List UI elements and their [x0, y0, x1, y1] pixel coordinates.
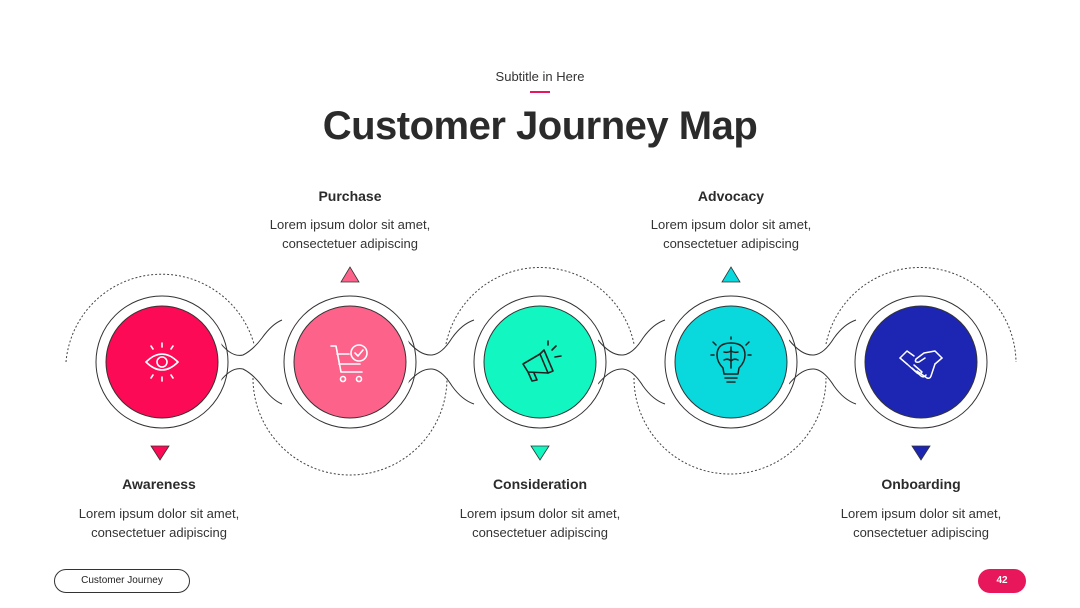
- megaphone-icon: [522, 340, 562, 382]
- footer-section-label: Customer Journey: [54, 569, 190, 593]
- connector-bottom-2: [406, 368, 475, 405]
- ring-advocacy: [664, 295, 798, 429]
- step-desc-onboarding: Lorem ipsum dolor sit amet, consectetuer…: [811, 504, 1031, 542]
- page-number-badge: 42: [978, 569, 1026, 593]
- step-desc-line: Lorem ipsum dolor sit amet,: [840, 506, 1002, 521]
- ring-onboarding: [854, 295, 988, 429]
- step-title-onboarding: Onboarding: [881, 476, 961, 492]
- triangle-purchase: [340, 266, 360, 283]
- step-desc-consideration: Lorem ipsum dolor sit amet, consectetuer…: [430, 504, 650, 542]
- step-desc-awareness: Lorem ipsum dolor sit amet, consectetuer…: [49, 504, 269, 542]
- triangle-awareness: [150, 445, 170, 461]
- step-circle-consideration: [483, 305, 597, 419]
- cart-check-icon: [330, 344, 368, 383]
- triangle-consideration: [530, 445, 550, 461]
- connector-top-4: [788, 319, 857, 356]
- step-title-advocacy: Advocacy: [697, 188, 765, 204]
- triangle-onboarding: [911, 445, 931, 461]
- connector-top-2: [406, 319, 475, 356]
- connector-bottom-4: [788, 368, 857, 405]
- subtitle: Subtitle in Here: [495, 69, 585, 84]
- connector-top-3: [597, 319, 666, 356]
- step-title-purchase: Purchase: [318, 188, 382, 204]
- step-desc-line: consectetuer adipiscing: [663, 236, 799, 251]
- step-desc-line: Lorem ipsum dolor sit amet,: [459, 506, 621, 521]
- step-desc-line: consectetuer adipiscing: [91, 525, 227, 540]
- lightbulb-brain-icon: [710, 336, 752, 383]
- page-title: Customer Journey Map: [322, 104, 758, 148]
- ring-consideration: [473, 295, 607, 429]
- dotted-arc-purchase: [252, 377, 448, 476]
- step-desc-line: Lorem ipsum dolor sit amet,: [269, 217, 431, 232]
- step-title-consideration: Consideration: [492, 476, 588, 492]
- step-desc-line: Lorem ipsum dolor sit amet,: [78, 506, 240, 521]
- ring-purchase: [283, 295, 417, 429]
- dotted-arc-awareness: [65, 273, 255, 363]
- triangle-advocacy: [721, 266, 741, 283]
- eye-icon: [144, 342, 180, 382]
- step-desc-purchase: Lorem ipsum dolor sit amet, consectetuer…: [240, 215, 460, 253]
- ring-awareness: [95, 295, 229, 429]
- handshake-icon: [899, 350, 943, 379]
- step-desc-line: consectetuer adipiscing: [853, 525, 989, 540]
- step-desc-line: consectetuer adipiscing: [472, 525, 608, 540]
- step-title-awareness: Awareness: [122, 476, 196, 492]
- dotted-arc-advocacy: [633, 377, 827, 475]
- step-desc-line: Lorem ipsum dolor sit amet,: [650, 217, 812, 232]
- step-circle-purchase: [293, 305, 407, 419]
- dotted-arc-onboarding: [825, 266, 1017, 363]
- step-circle-onboarding: [864, 305, 978, 419]
- connector-bottom-3: [597, 368, 666, 405]
- connector-bottom-1: [217, 368, 283, 405]
- connector-top-1: [217, 319, 283, 356]
- step-desc-line: consectetuer adipiscing: [282, 236, 418, 251]
- step-circle-awareness: [105, 305, 219, 419]
- step-desc-advocacy: Lorem ipsum dolor sit amet, consectetuer…: [621, 215, 841, 253]
- subtitle-underline: [530, 91, 550, 93]
